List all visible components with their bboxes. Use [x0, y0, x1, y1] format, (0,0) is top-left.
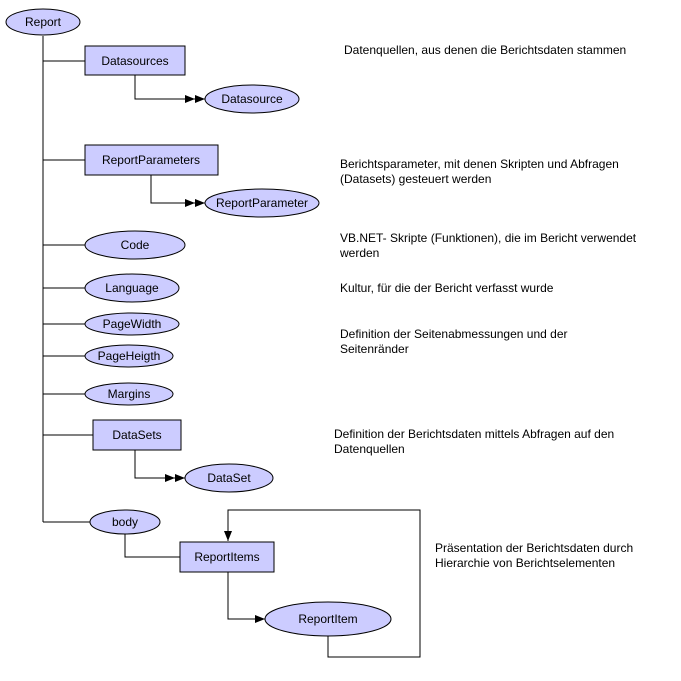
node-datasources-label: Datasources — [101, 54, 168, 68]
desc-language: Kultur, für die der Bericht verfasst wur… — [340, 281, 554, 295]
node-margins-label: Margins — [108, 387, 151, 401]
node-reportparameters[interactable]: ReportParameters — [84, 144, 219, 176]
node-language[interactable]: Language — [84, 273, 180, 303]
node-datasets[interactable]: DataSets — [92, 419, 182, 451]
node-body-label: body — [112, 515, 138, 529]
desc-datasets: Definition der Berichtsdaten mittels Abf… — [334, 427, 615, 456]
node-report[interactable]: Report — [5, 8, 81, 36]
node-reportitems[interactable]: ReportItems — [179, 541, 275, 573]
desc-reportparameters: Berichtsparameter, mit denen Skripten un… — [340, 157, 619, 186]
arrow-reportparameters-reportparameter — [150, 175, 205, 207]
node-datasource[interactable]: Datasource — [204, 84, 300, 114]
node-dataset-label: DataSet — [207, 471, 251, 485]
arrow-datasets-dataset — [134, 450, 185, 482]
node-code[interactable]: Code — [84, 230, 186, 260]
desc-reportitems: Präsentation der Berichtsdaten durch Hie… — [435, 541, 634, 570]
node-reportparameter-label: ReportParameter — [216, 196, 308, 210]
node-datasource-label: Datasource — [221, 92, 283, 106]
node-datasets-label: DataSets — [112, 428, 161, 442]
node-pageheigth-label: PageHeigth — [98, 349, 161, 363]
desc-datasources: Datenquellen, aus denen die Berichtsdate… — [344, 43, 627, 57]
node-language-label: Language — [105, 281, 159, 295]
node-reportitem[interactable]: ReportItem — [264, 601, 392, 637]
node-reportitem-label: ReportItem — [298, 612, 357, 626]
desc-page: Definition der Seitenabmessungen und der… — [340, 327, 568, 356]
arrow-reportitems-reportitem — [227, 572, 265, 623]
node-reportitems-label: ReportItems — [194, 550, 259, 564]
node-reportparameter[interactable]: ReportParameter — [204, 188, 320, 218]
node-report-label: Report — [25, 15, 62, 29]
link-body-reportitems — [124, 534, 180, 558]
node-reportparameters-label: ReportParameters — [102, 153, 200, 167]
connectors — [42, 36, 421, 658]
node-pageheigth[interactable]: PageHeigth — [84, 344, 174, 368]
node-pagewidth[interactable]: PageWidth — [84, 312, 180, 336]
node-code-label: Code — [121, 238, 150, 252]
node-pagewidth-label: PageWidth — [103, 317, 162, 331]
node-datasources[interactable]: Datasources — [84, 45, 186, 76]
arrow-datasources-datasource — [134, 75, 205, 103]
node-margins[interactable]: Margins — [84, 382, 174, 406]
desc-code: VB.NET- Skripte (Funktionen), die im Ber… — [340, 231, 637, 260]
node-dataset[interactable]: DataSet — [184, 463, 274, 493]
node-body[interactable]: body — [89, 509, 161, 535]
arrow-reportitem-recursion — [224, 509, 421, 658]
